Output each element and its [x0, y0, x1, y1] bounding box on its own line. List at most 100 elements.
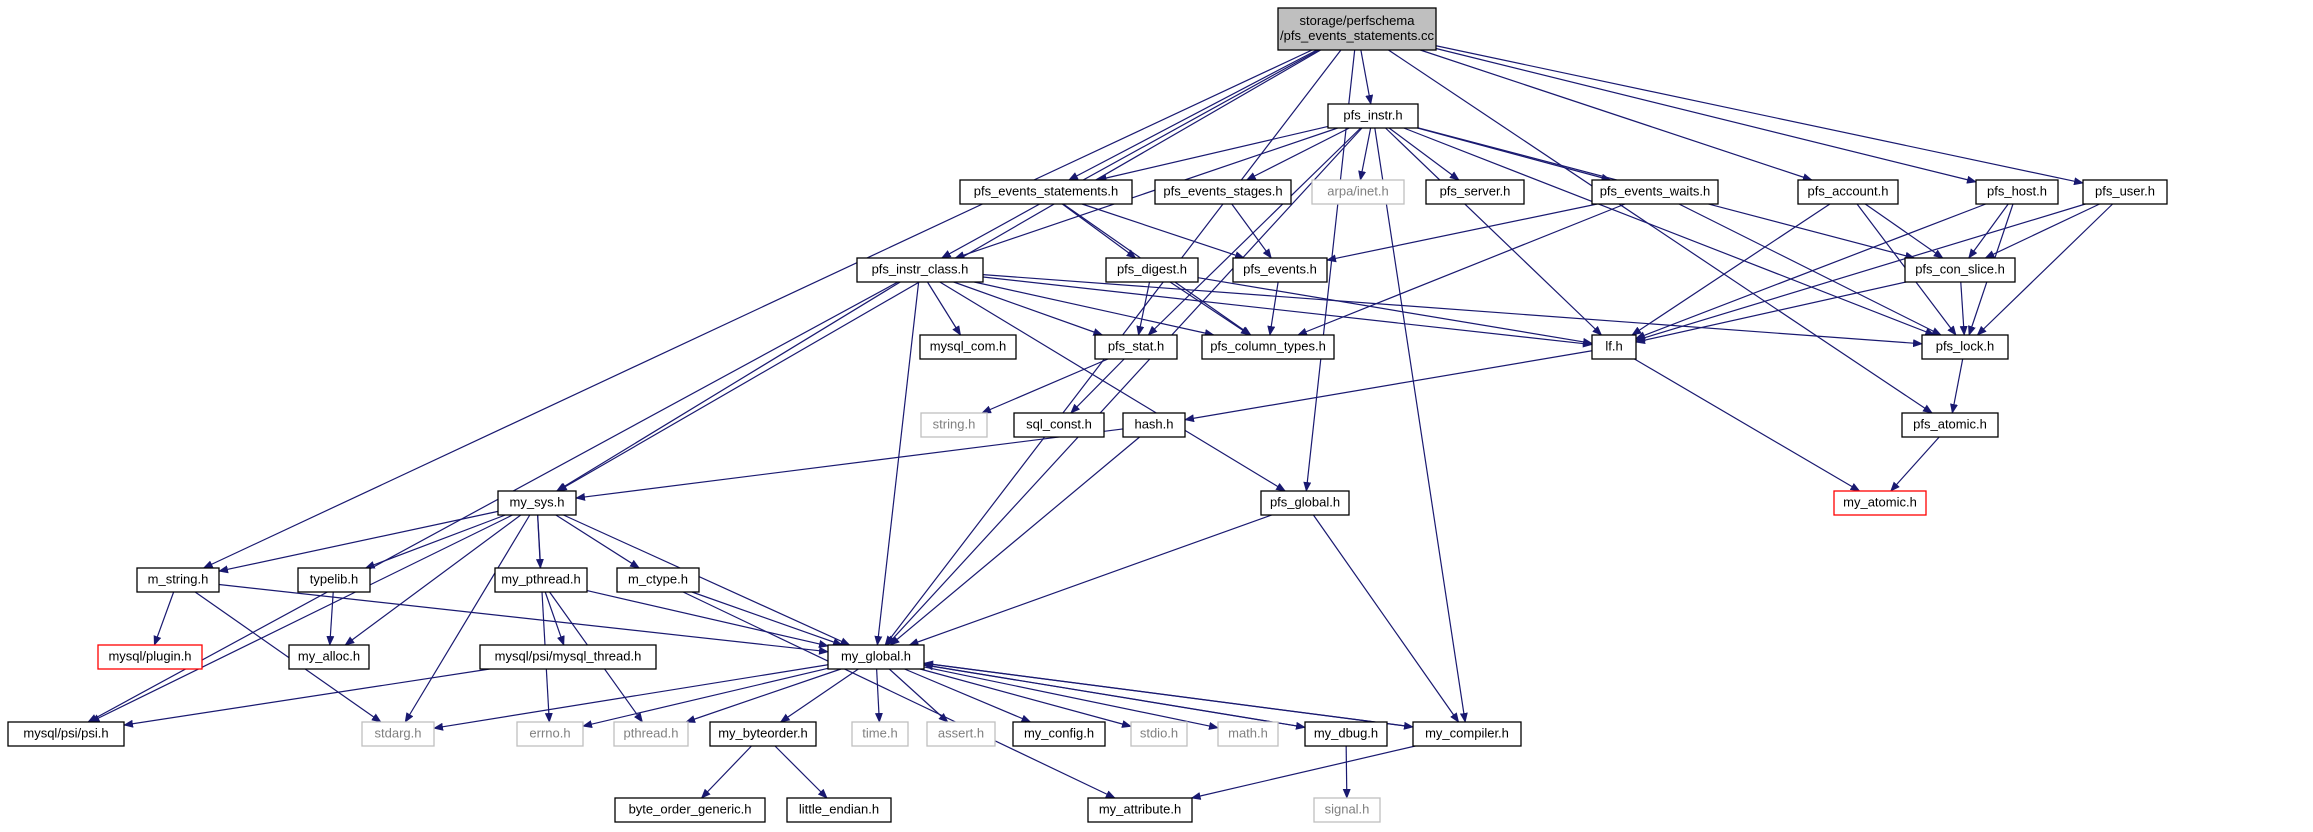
edge-my_global_h-to-time_h: [874, 668, 883, 723]
edge-pfs_instr_h-to-arpa_inet_h: [1358, 127, 1372, 181]
node-my-compiler-h[interactable]: my_compiler.h: [1412, 721, 1522, 747]
edge-my_dbug_h-to-signal_h: [1342, 745, 1351, 799]
edge-lf_h-to-hash_h: [1184, 350, 1593, 423]
node-label: my_pthread.h: [501, 571, 581, 586]
node-label: arpa/inet.h: [1327, 183, 1388, 198]
edge-pfs_digest_h-to-pfs_column_types_h: [1169, 281, 1251, 336]
edge-pfs_instr_h-to-pfs_server_h: [1388, 127, 1460, 181]
edge-my_global_h-to-stdarg_h: [433, 664, 829, 731]
node-box: [1833, 490, 1927, 516]
node-box: [1130, 721, 1188, 747]
node-my-alloc-h[interactable]: my_alloc.h: [288, 644, 370, 670]
node-pfs-instr-class-h[interactable]: pfs_instr_class.h: [856, 257, 984, 283]
edge-pfs_events_waits_h-to-pfs_column_types_h: [1297, 203, 1626, 336]
edge-pfs_con_slice_h-to-lf_h: [1635, 281, 1907, 345]
node-pfs-atomic-h[interactable]: pfs_atomic.h: [1901, 412, 1999, 438]
edge-my_sys_h-to-my_global_h: [563, 514, 851, 646]
node-m-ctype-h[interactable]: m_ctype.h: [616, 567, 700, 593]
node-mysql-plugin-h[interactable]: mysql/plugin.h: [97, 644, 203, 670]
node-my-global-h[interactable]: my_global.h: [827, 644, 925, 670]
node-box: [920, 412, 988, 438]
node-label: m_ctype.h: [628, 571, 688, 586]
edge-pfs_lock_h-to-pfs_atomic_h: [1950, 358, 1964, 414]
edge-pfs_instr_class_h-to-pfs_lock_h: [982, 274, 1923, 348]
node-pfs-events-h[interactable]: pfs_events.h: [1232, 257, 1328, 283]
node-lf-h[interactable]: lf.h: [1591, 334, 1637, 360]
edge-root-to-m_string_h: [202, 49, 1313, 569]
node-little-endian-h[interactable]: little_endian.h: [786, 797, 892, 823]
node-box: [2082, 179, 2168, 205]
node-box: [1412, 721, 1522, 747]
node-box: [1232, 257, 1328, 283]
node-label: my_alloc.h: [298, 648, 360, 663]
node-pfs-global-h[interactable]: pfs_global.h: [1260, 490, 1350, 516]
node-my-sys-h[interactable]: my_sys.h: [497, 490, 577, 516]
node-mysql-psi-mysql-thread-h[interactable]: mysql/psi/mysql_thread.h: [479, 644, 657, 670]
node-pfs-stat-h[interactable]: pfs_stat.h: [1094, 334, 1178, 360]
node-pfs-column-types-h[interactable]: pfs_column_types.h: [1201, 334, 1335, 360]
edge-hash_h-to-my_sys_h: [575, 428, 1124, 501]
node-pfs-host-h[interactable]: pfs_host.h: [1975, 179, 2059, 205]
node-label: my_compiler.h: [1425, 725, 1509, 740]
edge-pfs_digest_h-to-lf_h: [1197, 277, 1593, 346]
node-box: [1327, 103, 1419, 129]
node-m-string-h[interactable]: m_string.h: [136, 567, 220, 593]
node-label: byte_order_generic.h: [629, 801, 752, 816]
node-my-pthread-h[interactable]: my_pthread.h: [494, 567, 588, 593]
node-pfs-con-slice-h[interactable]: pfs_con_slice.h: [1904, 257, 2016, 283]
node-label: pfs_server.h: [1440, 183, 1511, 198]
node-my-dbug-h[interactable]: my_dbug.h: [1304, 721, 1388, 747]
node-pfs-digest-h[interactable]: pfs_digest.h: [1105, 257, 1199, 283]
node-box: [479, 644, 657, 670]
edge-pfs_instr_h-to-pfs_lock_h: [1403, 127, 1936, 336]
node-label: pfs_instr_class.h: [872, 261, 969, 276]
edge-pfs_user_h-to-pfs_con_slice_h: [1984, 203, 2100, 259]
node-label: pfs_events_statements.h: [974, 183, 1119, 198]
node-pfs-lock-h[interactable]: pfs_lock.h: [1921, 334, 2009, 360]
edge-m_ctype_h-to-my_attribute_h: [682, 591, 1116, 799]
edge-my_pthread_h-to-mysql_psi_mysql_thread_h: [544, 591, 565, 646]
node-root[interactable]: storage/perfschema/pfs_events_statements…: [1277, 7, 1437, 51]
node-box: [1105, 257, 1199, 283]
node-box: [926, 721, 996, 747]
edge-pfs_host_h-to-lf_h: [1635, 203, 1987, 340]
node-my-attribute-h[interactable]: my_attribute.h: [1087, 797, 1193, 823]
node-math-h: math.h: [1217, 721, 1279, 747]
node-byte-order-generic-h[interactable]: byte_order_generic.h: [614, 797, 766, 823]
node-pfs-account-h[interactable]: pfs_account.h: [1797, 179, 1899, 205]
node-my-byteorder-h[interactable]: my_byteorder.h: [709, 721, 817, 747]
node-box: [136, 567, 220, 593]
edge-pfs_events_stages_h-to-pfs_events_h: [1231, 203, 1272, 259]
edge-typelib_h-to-my_alloc_h: [326, 591, 335, 646]
node-pfs-events-waits-h[interactable]: pfs_events_waits.h: [1591, 179, 1719, 205]
edge-my_global_h-to-my_config_h: [904, 668, 1032, 723]
node-my-atomic-h[interactable]: my_atomic.h: [1833, 490, 1927, 516]
node-stdarg-h: stdarg.h: [361, 721, 435, 747]
node-mysql-psi-psi-h[interactable]: mysql/psi/psi.h: [7, 721, 125, 747]
node-mysql-com-h[interactable]: mysql_com.h: [919, 334, 1017, 360]
node-box: [361, 721, 435, 747]
edge-my_compiler_h-to-my_global_h: [923, 660, 1414, 728]
node-pfs-events-stages-h[interactable]: pfs_events_stages.h: [1154, 179, 1292, 205]
node-my-config-h[interactable]: my_config.h: [1012, 721, 1106, 747]
edge-m_string_h-to-stdarg_h: [194, 591, 382, 723]
node-hash-h[interactable]: hash.h: [1122, 412, 1186, 438]
node-box: [1087, 797, 1193, 823]
node-pfs-events-statements-h[interactable]: pfs_events_statements.h: [959, 179, 1133, 205]
node-sql-const-h[interactable]: sql_const.h: [1013, 412, 1105, 438]
node-label: pfs_host.h: [1987, 183, 2047, 198]
edge-pfs_events_waits_h-to-pfs_events_h: [1326, 203, 1598, 263]
edge-pfs_instr_class_h-to-pfs_stat_h: [953, 281, 1104, 336]
node-pfs-server-h[interactable]: pfs_server.h: [1425, 179, 1525, 205]
node-pfs-instr-h[interactable]: pfs_instr.h: [1327, 103, 1419, 129]
node-pfs-user-h[interactable]: pfs_user.h: [2082, 179, 2168, 205]
node-box: [1313, 797, 1381, 823]
edge-pfs_instr_class_h-to-pfs_column_types_h: [974, 281, 1215, 337]
node-box: [709, 721, 817, 747]
edge-pfs_atomic_h-to-my_atomic_h: [1890, 436, 1940, 492]
node-label: pfs_account.h: [1808, 183, 1889, 198]
node-label: mysql/psi/mysql_thread.h: [495, 648, 642, 663]
edge-pfs_instr_class_h-to-pfs_global_h: [939, 281, 1287, 492]
node-typelib-h[interactable]: typelib.h: [297, 567, 371, 593]
edge-pfs_instr_h-to-my_global_h: [886, 127, 1363, 646]
